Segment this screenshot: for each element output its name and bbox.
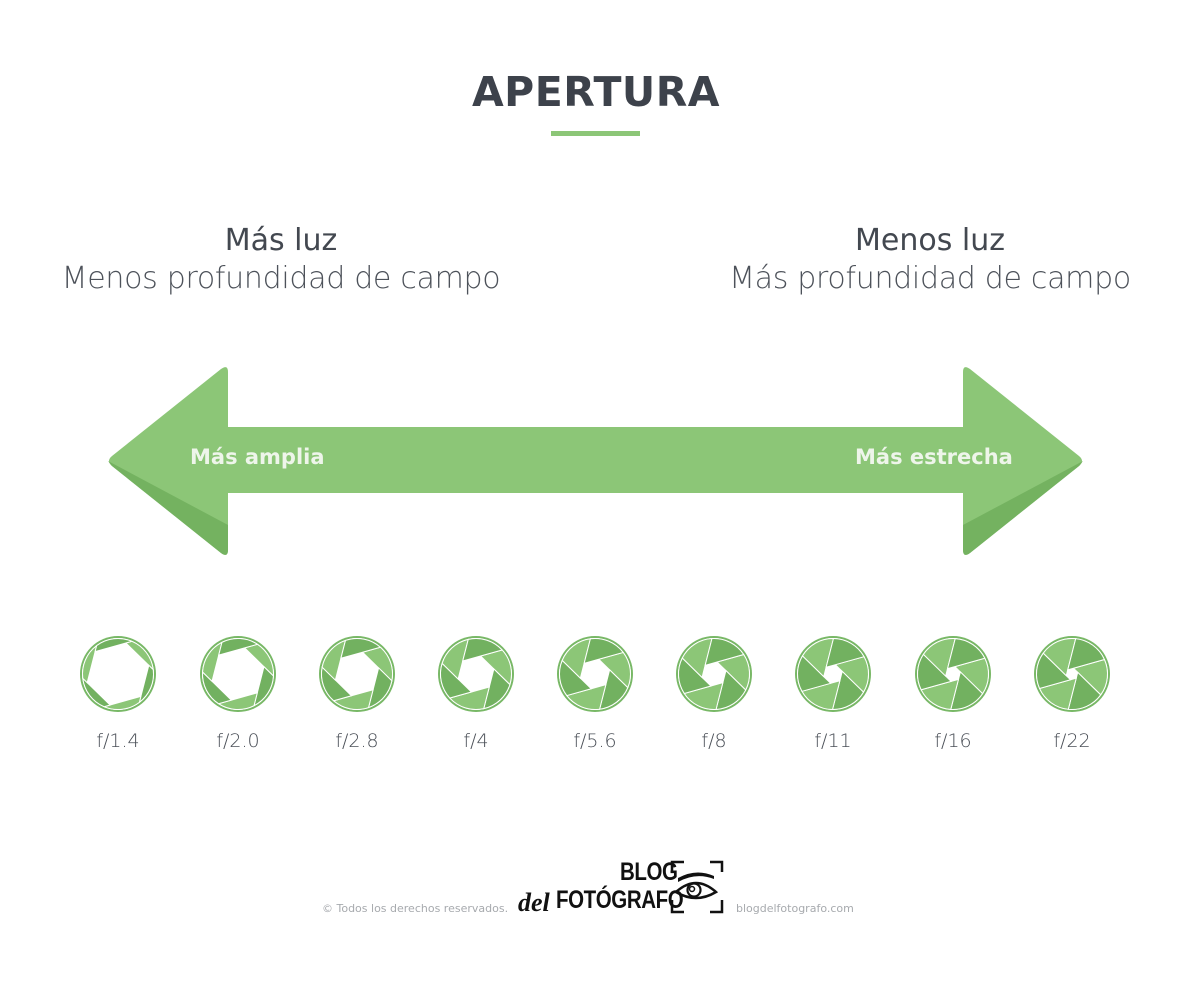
f-stop-label: f/4 <box>463 730 489 752</box>
right-heading: Menos luz <box>855 223 1005 258</box>
f-stop-item: f/2.8 <box>312 634 402 752</box>
f-stop-item: f/11 <box>788 634 878 752</box>
f-stop-label: f/11 <box>814 730 852 752</box>
aperture-icon <box>319 636 395 712</box>
left-heading: Más luz <box>224 223 338 258</box>
left-subheading: Menos profundidad de campo <box>61 261 501 296</box>
arrow-label-narrow: Más estrecha <box>855 445 1013 469</box>
double-arrow-icon <box>108 367 1083 555</box>
page-title: APERTURA <box>471 68 721 116</box>
f-stop-label: f/22 <box>1053 730 1091 752</box>
right-description: Menos luz Más profundidad de campo <box>670 222 1190 298</box>
right-subheading: Más profundidad de campo <box>729 261 1131 296</box>
f-stop-label: f/8 <box>701 730 727 752</box>
logo-blog-text: BLOG <box>620 858 678 886</box>
left-description: Más luz Menos profundidad de campo <box>21 222 541 298</box>
eye-icon <box>670 860 724 914</box>
aperture-icon <box>80 636 156 712</box>
footer: © Todos los derechos reservados. BLOG de… <box>0 858 1192 918</box>
aperture-icon <box>200 636 276 712</box>
f-stop-label: f/16 <box>934 730 972 752</box>
arrow-label-wide: Más amplia <box>190 445 325 469</box>
logo-fotografo-text: FOTÓGRAFO <box>556 886 684 914</box>
aperture-icon <box>438 636 514 712</box>
website-link[interactable]: blogdelfotografo.com <box>736 902 854 915</box>
f-stop-item: f/5.6 <box>550 634 640 752</box>
logo-del-text: del <box>518 888 550 917</box>
f-stop-label: f/2.8 <box>335 730 379 752</box>
aperture-icon <box>795 636 871 712</box>
f-stop-label: f/5.6 <box>573 730 617 752</box>
f-stop-item: f/8 <box>669 634 759 752</box>
aperture-icon <box>915 636 991 712</box>
f-stop-row: f/1.4 f/2.0 f/2.8 f/4 f/5.6 f/8 f/11 <box>73 634 1117 752</box>
f-stop-item: f/16 <box>908 634 998 752</box>
title-underline <box>551 131 640 136</box>
aperture-icon <box>557 636 633 712</box>
f-stop-item: f/4 <box>431 634 521 752</box>
f-stop-label: f/1.4 <box>96 730 140 752</box>
f-stop-item: f/22 <box>1027 634 1117 752</box>
f-stop-label: f/2.0 <box>216 730 260 752</box>
copyright-text: © Todos los derechos reservados. <box>322 902 509 915</box>
f-stop-item: f/2.0 <box>193 634 283 752</box>
aperture-icon <box>676 636 752 712</box>
aperture-icon <box>1034 636 1110 712</box>
f-stop-item: f/1.4 <box>73 634 163 752</box>
site-logo[interactable]: BLOG del FOTÓGRAFO <box>516 858 726 918</box>
